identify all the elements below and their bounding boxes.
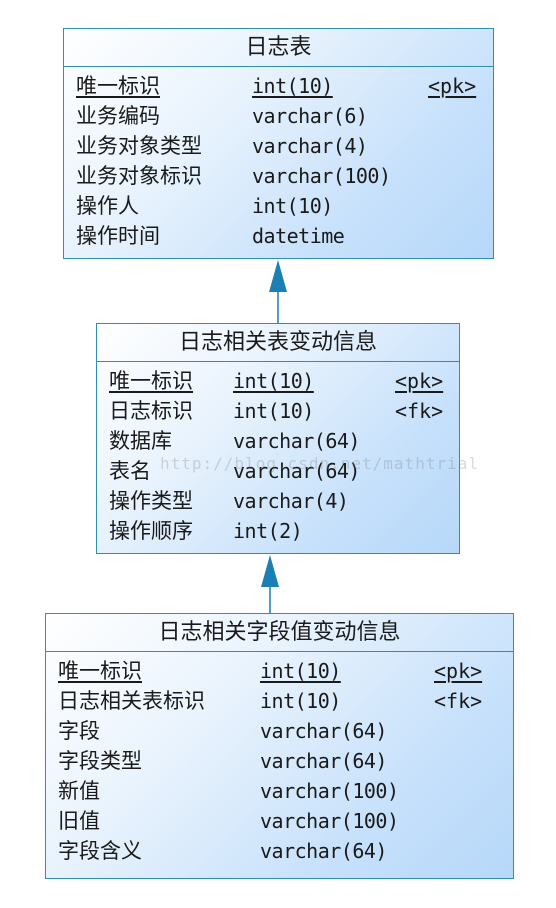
attribute-name: 新值 <box>58 779 100 803</box>
attribute-key: <pk> <box>395 369 444 393</box>
attribute-type: int(10) <box>260 689 341 713</box>
attribute-row: 操作顺序 int(2) <box>97 516 459 546</box>
attribute-row: 业务对象标识 varchar(100) <box>64 161 493 191</box>
attribute-type: varchar(100) <box>260 779 399 803</box>
attribute-name: 唯一标识 <box>58 659 142 683</box>
attribute-name: 字段 <box>58 719 100 743</box>
attribute-row: 旧值 varchar(100) <box>46 806 513 836</box>
attribute-name: 表名 <box>109 459 151 483</box>
entity-table-change-info[interactable]: 日志相关表变动信息 唯一标识 int(10) <pk> 日志标识 int(10)… <box>96 323 460 554</box>
attribute-type: varchar(100) <box>252 164 391 188</box>
attribute-name: 业务编码 <box>76 104 160 128</box>
attribute-type: varchar(100) <box>260 809 399 833</box>
attribute-name: 操作时间 <box>76 224 160 248</box>
attribute-row: 字段类型 varchar(64) <box>46 746 513 776</box>
attribute-name: 唯一标识 <box>109 369 193 393</box>
attribute-type: int(10) <box>252 194 333 218</box>
attribute-type: int(10) <box>233 369 314 393</box>
attribute-key: <pk> <box>434 659 483 683</box>
attribute-type: varchar(64) <box>260 839 387 863</box>
attribute-row: 新值 varchar(100) <box>46 776 513 806</box>
attribute-name: 业务对象标识 <box>76 164 202 188</box>
attribute-list: 唯一标识 int(10) <pk> 日志相关表标识 int(10) <fk> 字… <box>46 652 513 866</box>
attribute-type: varchar(6) <box>252 104 368 128</box>
attribute-name: 日志相关表标识 <box>58 689 205 713</box>
attribute-name: 数据库 <box>109 429 172 453</box>
entity-title: 日志相关字段值变动信息 <box>46 614 513 652</box>
watermark-text: http://blog.csdn.net/mathtrial <box>160 454 479 473</box>
attribute-name: 字段类型 <box>58 749 142 773</box>
attribute-row: 唯一标识 int(10) <pk> <box>64 71 493 101</box>
attribute-row: 业务编码 varchar(6) <box>64 101 493 131</box>
attribute-name: 日志标识 <box>109 399 193 423</box>
entity-title: 日志相关表变动信息 <box>97 324 459 362</box>
attribute-row: 表名 varchar(64) <box>97 456 459 486</box>
attribute-name: 唯一标识 <box>76 74 160 98</box>
attribute-row: 操作人 int(10) <box>64 191 493 221</box>
attribute-row: 唯一标识 int(10) <pk> <box>97 366 459 396</box>
attribute-type: int(10) <box>252 74 333 98</box>
attribute-name: 操作类型 <box>109 489 193 513</box>
attribute-name: 旧值 <box>58 809 100 833</box>
attribute-row: 日志相关表标识 int(10) <fk> <box>46 686 513 716</box>
attribute-name: 字段含义 <box>58 839 142 863</box>
attribute-row: 日志标识 int(10) <fk> <box>97 396 459 426</box>
attribute-name: 操作顺序 <box>109 519 193 543</box>
attribute-type: int(2) <box>233 519 303 543</box>
attribute-type: int(10) <box>233 399 314 423</box>
attribute-row: 业务对象类型 varchar(4) <box>64 131 493 161</box>
attribute-row: 操作时间 datetime <box>64 221 493 251</box>
attribute-type: varchar(4) <box>252 134 368 158</box>
entity-log-table[interactable]: 日志表 唯一标识 int(10) <pk> 业务编码 varchar(6) 业务… <box>63 28 494 259</box>
attribute-row: 唯一标识 int(10) <pk> <box>46 656 513 686</box>
entity-field-change-info[interactable]: 日志相关字段值变动信息 唯一标识 int(10) <pk> 日志相关表标识 in… <box>45 613 514 879</box>
attribute-type: varchar(64) <box>260 719 387 743</box>
attribute-type: varchar(64) <box>233 429 360 453</box>
attribute-row: 数据库 varchar(64) <box>97 426 459 456</box>
attribute-list: 唯一标识 int(10) <pk> 业务编码 varchar(6) 业务对象类型… <box>64 67 493 251</box>
attribute-row: 字段含义 varchar(64) <box>46 836 513 866</box>
attribute-type: varchar(64) <box>233 459 360 483</box>
attribute-row: 操作类型 varchar(4) <box>97 486 459 516</box>
arrowhead-to-log <box>269 260 287 292</box>
attribute-type: varchar(4) <box>233 489 349 513</box>
attribute-key: <fk> <box>395 399 444 423</box>
attribute-key: <pk> <box>428 74 477 98</box>
attribute-row: 字段 varchar(64) <box>46 716 513 746</box>
attribute-name: 业务对象类型 <box>76 134 202 158</box>
attribute-type: varchar(64) <box>260 749 387 773</box>
attribute-type: datetime <box>252 224 345 248</box>
attribute-key: <fk> <box>434 689 483 713</box>
arrowhead-to-table <box>261 555 279 587</box>
attribute-list: 唯一标识 int(10) <pk> 日志标识 int(10) <fk> 数据库 … <box>97 362 459 546</box>
entity-title: 日志表 <box>64 29 493 67</box>
attribute-name: 操作人 <box>76 194 139 218</box>
attribute-type: int(10) <box>260 659 341 683</box>
